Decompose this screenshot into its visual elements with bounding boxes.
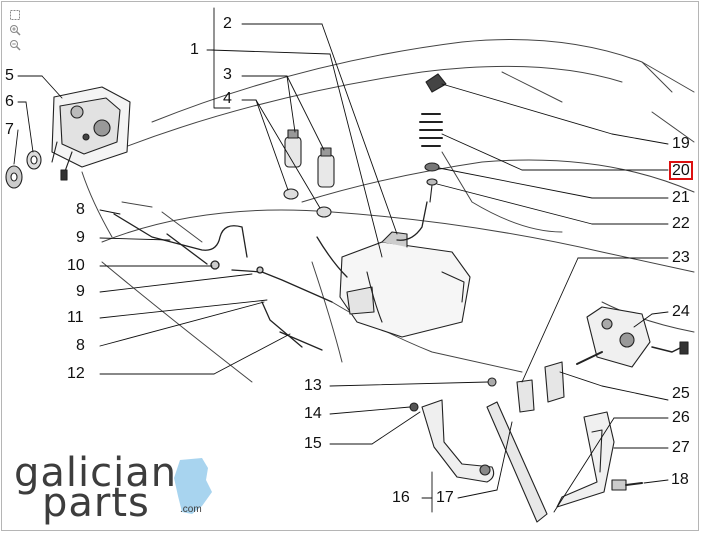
callout-16[interactable]: 16 bbox=[392, 489, 410, 506]
wiper-arm-part bbox=[421, 399, 548, 523]
small-part bbox=[409, 377, 497, 412]
washer-reservoir-part bbox=[339, 231, 471, 338]
callout-26[interactable]: 26 bbox=[672, 409, 690, 426]
logo-word-parts: parts bbox=[42, 480, 150, 526]
logo-word-galician: galician bbox=[14, 450, 178, 496]
callout-5[interactable]: 5 bbox=[5, 67, 14, 84]
zoom-out-icon[interactable] bbox=[8, 38, 22, 52]
fit-page-icon[interactable] bbox=[8, 8, 22, 22]
callout-12[interactable]: 12 bbox=[67, 365, 85, 382]
callout-14[interactable]: 14 bbox=[304, 405, 322, 422]
bracket-part bbox=[516, 361, 565, 413]
bolt-part bbox=[611, 479, 643, 491]
spain-map-icon bbox=[174, 458, 212, 514]
car-body-outline bbox=[81, 39, 695, 383]
zoom-toolbar bbox=[8, 8, 24, 53]
callout-20[interactable]: 20 bbox=[669, 161, 693, 180]
logo-suffix: .com bbox=[180, 504, 202, 515]
zoom-in-icon[interactable] bbox=[8, 23, 22, 37]
callout-13[interactable]: 13 bbox=[304, 377, 322, 394]
hose-part bbox=[113, 201, 428, 351]
wiper-motor-part bbox=[51, 86, 131, 181]
callout-7[interactable]: 7 bbox=[5, 121, 14, 138]
callout-23[interactable]: 23 bbox=[672, 249, 690, 266]
washer-pump-part bbox=[283, 129, 335, 218]
callout-19[interactable]: 19 bbox=[672, 135, 690, 152]
callout-18[interactable]: 18 bbox=[671, 471, 689, 488]
callout-8[interactable]: 8 bbox=[76, 201, 85, 218]
callout-9[interactable]: 9 bbox=[76, 229, 85, 246]
galicianparts-logo: galician parts .com bbox=[14, 450, 224, 526]
callout-4[interactable]: 4 bbox=[223, 90, 232, 107]
callout-27[interactable]: 27 bbox=[672, 439, 690, 456]
callout-6[interactable]: 6 bbox=[5, 93, 14, 110]
mounting-plate-part bbox=[556, 411, 615, 508]
washer-part bbox=[5, 150, 42, 189]
callout-1[interactable]: 1 bbox=[190, 41, 199, 58]
callout-22[interactable]: 22 bbox=[672, 215, 690, 232]
callout-15[interactable]: 15 bbox=[304, 435, 322, 452]
callout-2[interactable]: 2 bbox=[223, 15, 232, 32]
leader-lines bbox=[13, 7, 669, 513]
callout-24[interactable]: 24 bbox=[672, 303, 690, 320]
callout-11[interactable]: 11 bbox=[67, 309, 84, 326]
washer-nozzle-part bbox=[419, 73, 447, 203]
callout-25[interactable]: 25 bbox=[672, 385, 690, 402]
callout-10[interactable]: 10 bbox=[67, 257, 85, 274]
callout-3[interactable]: 3 bbox=[223, 66, 232, 83]
callout-9-second[interactable]: 9 bbox=[76, 283, 85, 300]
callout-17[interactable]: 17 bbox=[436, 489, 454, 506]
callout-8-second[interactable]: 8 bbox=[76, 337, 85, 354]
rear-wiper-motor-part bbox=[576, 306, 689, 368]
callout-21[interactable]: 21 bbox=[672, 189, 690, 206]
